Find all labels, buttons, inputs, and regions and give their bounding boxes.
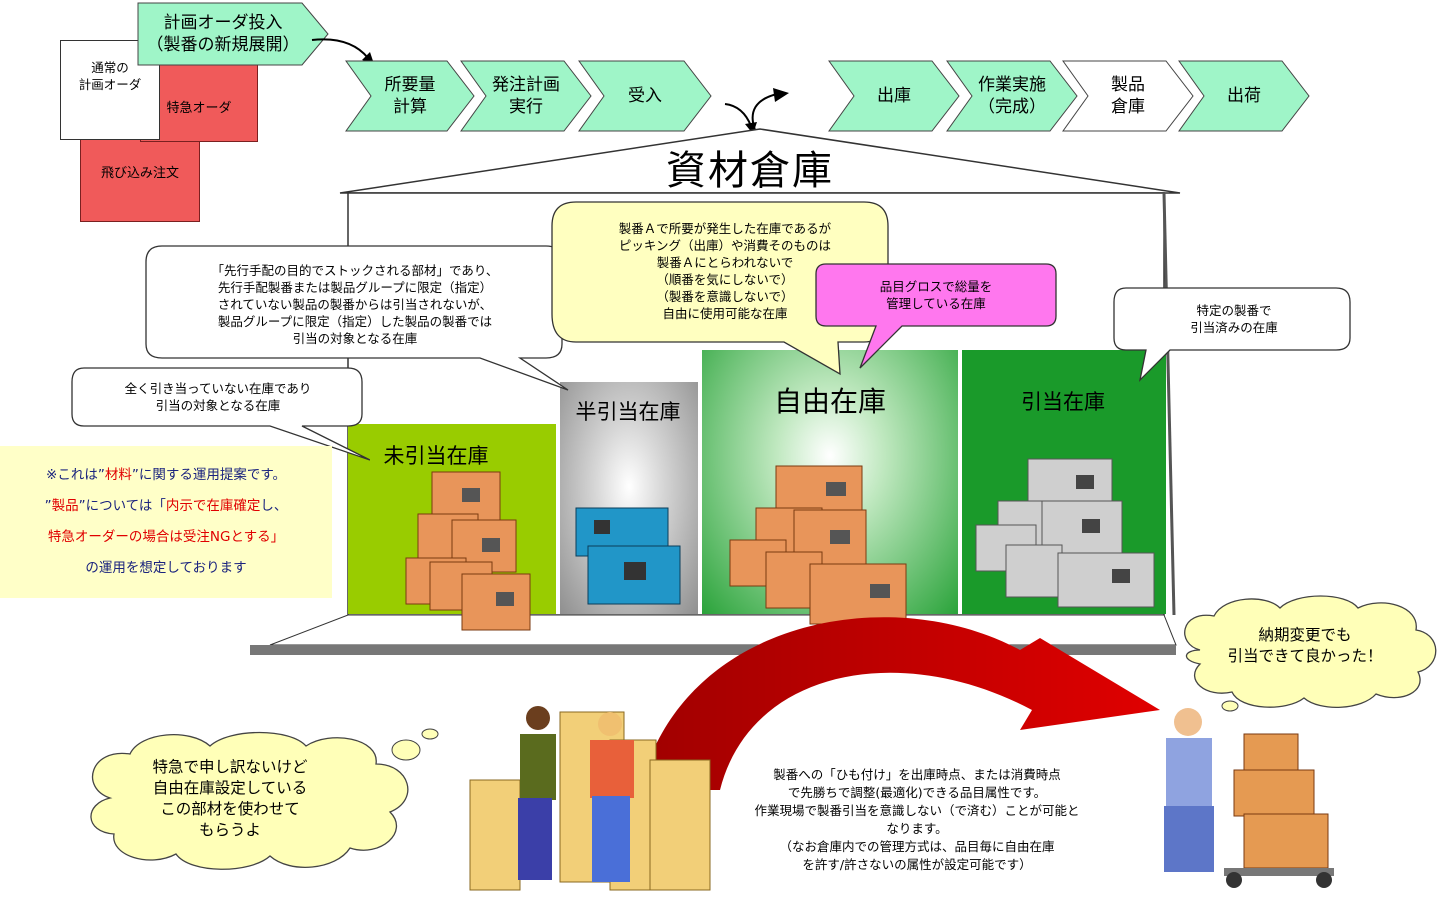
worker-cart-illustration bbox=[1164, 708, 1334, 888]
step-work-label: 作業実施 （完成） bbox=[978, 75, 1046, 117]
semi-callout-text: 「先行手配の目的でストックされる部材」であり、 先行手配製番または製品グループに… bbox=[211, 262, 499, 346]
zone-free-label: 自由在庫 bbox=[773, 385, 886, 418]
step-requirement-calc-label: 所要量 計算 bbox=[384, 75, 436, 117]
warehouse-title: 資材倉庫 bbox=[666, 148, 834, 194]
step-product-warehouse-label: 製品 倉庫 bbox=[1111, 75, 1145, 117]
free-pink-callout-bubble bbox=[815, 263, 1057, 369]
right-cloud-text: 納期変更でも 引当できて良かった！ bbox=[1227, 626, 1383, 665]
step-requirement-calc-shape bbox=[345, 60, 475, 132]
step-order-plan: 発注計画 実行 bbox=[460, 60, 592, 132]
step-shipping-shape bbox=[1178, 60, 1310, 132]
free-pink-callout-text: 品目グロスで総量を 管理している在庫 bbox=[879, 279, 993, 311]
unallocated-callout-bubble bbox=[71, 367, 370, 461]
allocated-boxes bbox=[975, 458, 1155, 608]
side-note-line1: ※これは”材料”に関する運用提案です。 bbox=[46, 467, 286, 483]
left-cloud-text: 特急で申し訳ないけど 自由在庫設定している この部材を使わせて もらうよ bbox=[152, 758, 308, 839]
side-note-line2: ”製品”については「内示で在庫確定し、 bbox=[44, 498, 288, 514]
zone-allocated-label: 引当在庫 bbox=[1021, 390, 1105, 414]
side-note-line3: 特急オーダーの場合は受注NGとする」 bbox=[47, 529, 285, 545]
plan-order-chevron: 計画オーダ投入 （製番の新規展開） bbox=[137, 2, 329, 66]
red-curved-arrow bbox=[640, 617, 1160, 790]
step-order-plan-shape bbox=[460, 60, 592, 132]
step-receiving-shape bbox=[578, 60, 712, 132]
step-issue-shape bbox=[828, 60, 960, 132]
free-yellow-callout-bubble bbox=[551, 201, 889, 376]
step-receiving-label: 受入 bbox=[628, 86, 662, 106]
zone-unallocated-label: 未引当在庫 bbox=[383, 444, 489, 468]
side-note: ※これは”材料”に関する運用提案です。 ”製品”については「内示で在庫確定し、 … bbox=[0, 446, 332, 598]
unallocated-boxes bbox=[405, 471, 531, 631]
allocated-callout-text: 特定の製番で 引当済みの在庫 bbox=[1190, 303, 1278, 335]
left-thought-cloud bbox=[90, 728, 439, 870]
step-shipping: 出荷 bbox=[1178, 60, 1310, 132]
bottom-explanation: 製番への「ひも付け」を出庫時点、または消費時点 で先勝ちで調整(最適化)できる品… bbox=[754, 767, 1080, 872]
step-issue: 出庫 bbox=[828, 60, 960, 132]
step-order-plan-label: 発注計画 実行 bbox=[492, 75, 560, 117]
free-boxes bbox=[729, 465, 907, 625]
rush-order-label: 飛び込み注文 bbox=[100, 165, 179, 181]
normal-plan-note: 通常の 計画オーダ bbox=[60, 40, 160, 140]
free-yellow-callout-text: 製番Ａで所要が発生した在庫であるが ピッキング（出庫）や消費そのものは 製番Ａに… bbox=[618, 221, 832, 321]
step-requirement-calc: 所要量 計算 bbox=[345, 60, 475, 132]
step-product-warehouse-shape bbox=[1062, 60, 1194, 132]
step-issue-label: 出庫 bbox=[877, 86, 911, 106]
step-shipping-label: 出荷 bbox=[1227, 86, 1261, 106]
normal-plan-label: 通常の 計画オーダ bbox=[78, 60, 142, 92]
semi-allocated-boxes bbox=[575, 507, 681, 605]
step-work: 作業実施 （完成） bbox=[946, 60, 1078, 132]
plan-order-label: 計画オーダ投入 （製番の新規展開） bbox=[146, 13, 300, 55]
urgent-order-label: 特急オーダ bbox=[166, 100, 232, 116]
step-receiving: 受入 bbox=[578, 60, 712, 132]
step-work-shape bbox=[946, 60, 1078, 132]
unallocated-callout-text: 全く引き当っていない在庫であり 引当の対象となる在庫 bbox=[124, 381, 312, 413]
side-note-line4: の運用を想定しております bbox=[85, 560, 247, 576]
plan-order-chevron-shape bbox=[137, 2, 329, 66]
step-product-warehouse: 製品 倉庫 bbox=[1062, 60, 1194, 132]
allocated-callout-bubble bbox=[1113, 287, 1351, 382]
workers-illustration bbox=[469, 706, 711, 891]
right-thought-cloud bbox=[1184, 595, 1437, 712]
zone-semi-allocated-label: 半引当在庫 bbox=[575, 400, 681, 424]
